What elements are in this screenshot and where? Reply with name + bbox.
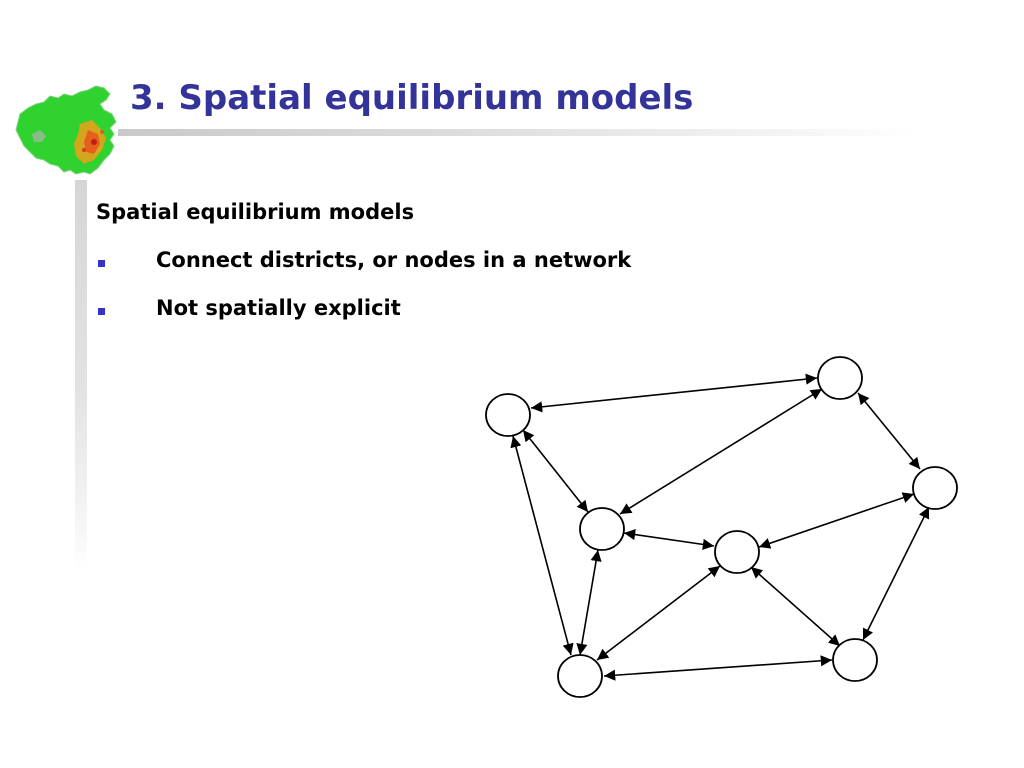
network-node (817, 356, 863, 400)
network-node (557, 654, 603, 698)
network-node (912, 466, 958, 510)
edge-b-c (619, 388, 823, 515)
bullet-text: Connect districts, or nodes in a network (156, 248, 632, 272)
edge-a-c (522, 429, 589, 513)
section-heading: Spatial equilibrium models (96, 200, 415, 224)
network-node (714, 530, 760, 574)
network-node (579, 507, 625, 551)
left-margin-bar (75, 180, 87, 570)
edge-b-g (857, 392, 921, 470)
bullet-square-icon (98, 308, 105, 315)
edge-c-e (623, 529, 715, 550)
title-underline (118, 129, 918, 136)
edge-g-h (862, 506, 930, 641)
network-node (485, 393, 531, 437)
edge-e-f (596, 565, 721, 661)
china-map-icon (15, 85, 117, 175)
slide-title: 3. Spatial equilibrium models (130, 78, 694, 118)
bullet-text: Not spatially explicit (156, 296, 401, 320)
network-node (832, 638, 878, 682)
edge-e-g (758, 492, 915, 549)
edge-a-b (530, 373, 818, 413)
bullet-square-icon (98, 260, 105, 267)
edge-a-f (510, 435, 574, 656)
edge-e-h (750, 566, 841, 647)
edge-c-f (576, 549, 602, 656)
network-diagram (485, 356, 958, 698)
edge-f-h (603, 655, 833, 681)
